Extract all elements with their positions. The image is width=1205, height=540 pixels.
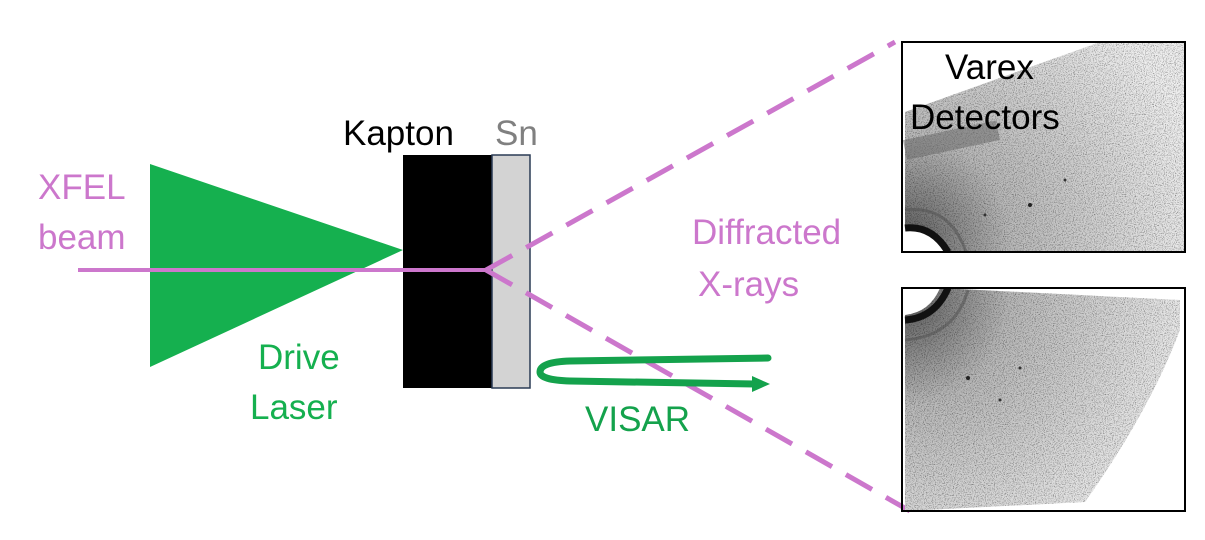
sn-layer bbox=[491, 154, 531, 389]
drive-laser-label-line1: Drive bbox=[258, 338, 340, 377]
diffracted-xrays-label-line1: Diffracted bbox=[692, 213, 842, 252]
kapton-label: Kapton bbox=[343, 114, 454, 153]
diffracted-xrays-label-line2: X-rays bbox=[698, 265, 800, 304]
detector-panel-top bbox=[901, 41, 1186, 253]
xfel-beam-label-line2: beam bbox=[38, 218, 126, 257]
xfel-beam-label-line1: XFEL bbox=[38, 168, 126, 207]
visar-arrowhead bbox=[752, 376, 770, 392]
varex-detectors-label-line2: Detectors bbox=[910, 98, 1060, 137]
sn-label: Sn bbox=[495, 114, 538, 153]
visar-arrow bbox=[536, 354, 772, 392]
drive-laser-cone bbox=[150, 164, 403, 367]
diffracted-ray-upper bbox=[484, 39, 897, 273]
varex-detectors-label-line1: Varex bbox=[945, 48, 1034, 87]
detector-panel-bottom bbox=[901, 287, 1186, 512]
visar-label: VISAR bbox=[585, 400, 691, 439]
diffracted-ray-lower bbox=[484, 267, 912, 514]
drive-laser-label-line2: Laser bbox=[250, 388, 338, 427]
